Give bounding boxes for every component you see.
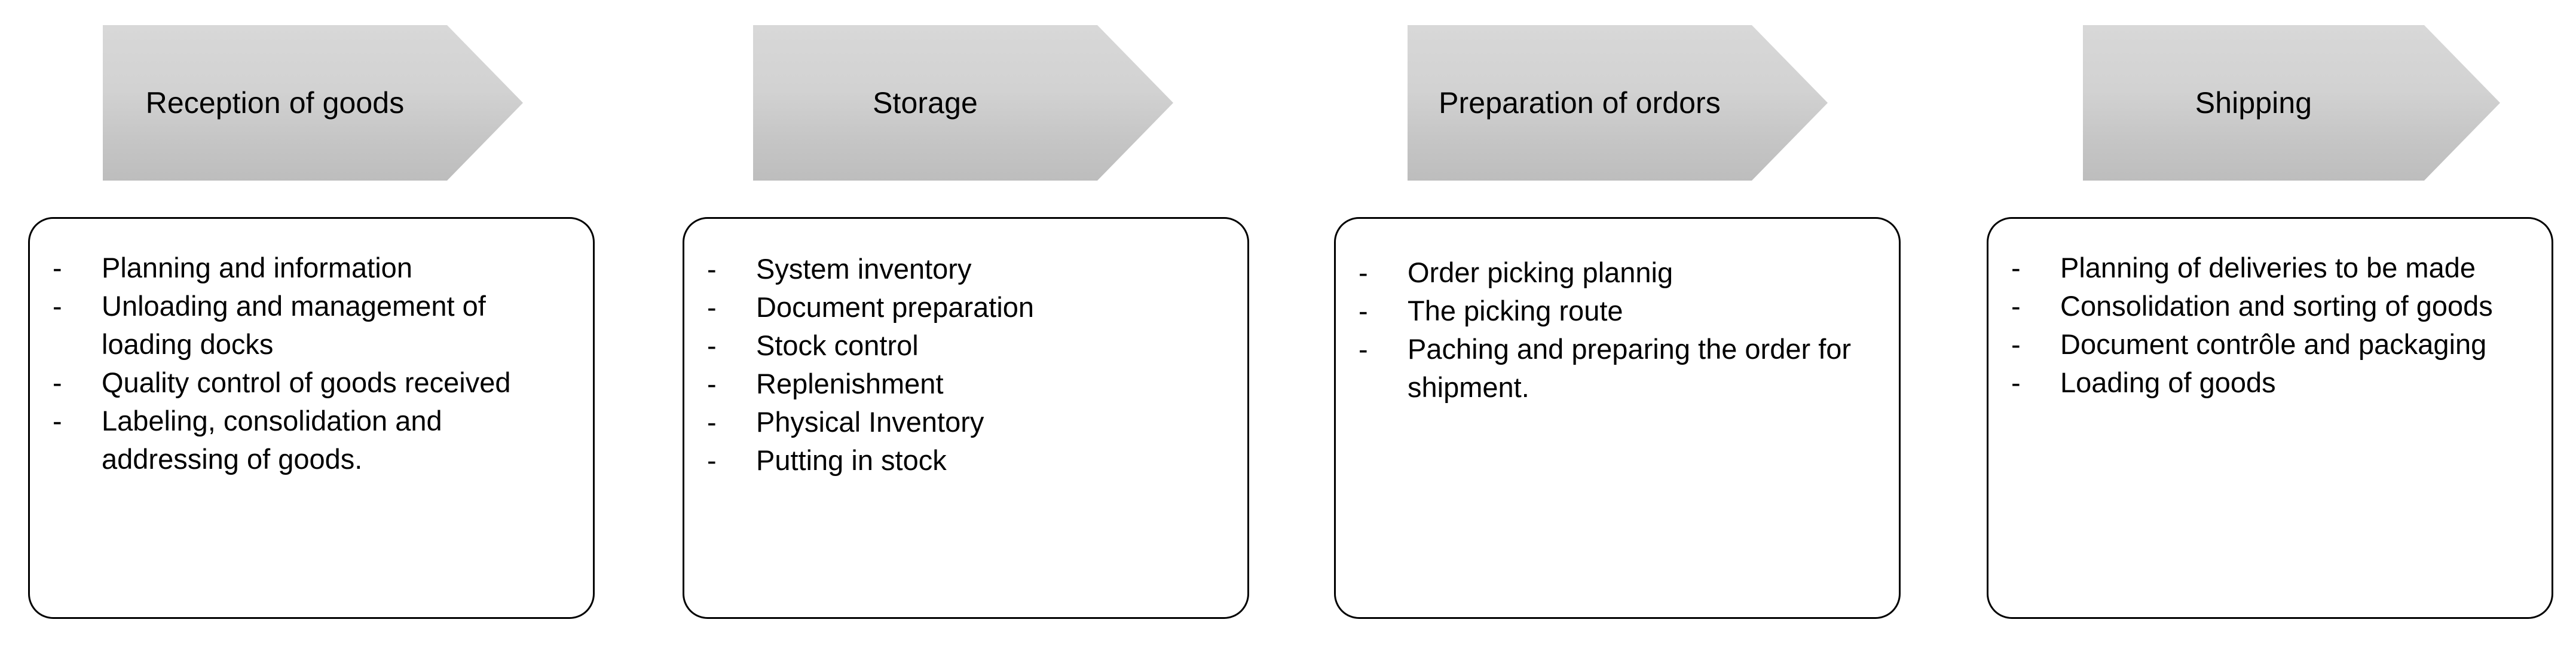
list-item-label: The picking route [1408,295,1623,326]
dash-bullet-icon: - [1359,333,1368,365]
stage-arrow-2: Storage [753,25,1173,181]
stage-card-1: - Planning and information - Unloading and … [28,217,595,619]
stage-title: Storage [873,86,978,120]
dash-bullet-icon: - [707,253,717,285]
list-item-label: Consolidation and sorting of goods [2060,290,2493,322]
list-item: - Consolidation and sorting of goods [2011,287,2537,325]
stage-task-list: - System inventory - Document preparation - S… [707,250,1233,480]
stage-arrow-4: Shipping [2083,25,2500,181]
dash-bullet-icon: - [2011,252,2021,283]
dash-bullet-icon: - [53,367,62,398]
stage-title: Preparation of ordors [1439,86,1721,120]
list-item: - Unloading and management of loading doc… [53,287,579,364]
dash-bullet-icon: - [707,368,717,399]
stage-card-2: - System inventory - Document preparation - S… [683,217,1249,619]
list-item: - Planning and information [53,249,579,287]
stage-card-4: - Planning of deliveries to be made - Conso… [1987,217,2553,619]
list-item: - The picking route [1359,292,1884,330]
list-item-label: Paching and preparing the order for ship… [1408,333,1852,403]
dash-bullet-icon: - [53,252,62,283]
list-item: - Order picking plannig [1359,254,1884,292]
list-item-label: Quality control of goods received [102,367,511,398]
stage-task-list: - Order picking plannig - The picking route… [1359,254,1884,407]
list-item-label: Planning of deliveries to be made [2060,252,2476,283]
list-item: - Putting in stock [707,441,1233,480]
stage-card-3: - Order picking plannig - The picking route… [1334,217,1901,619]
list-item-label: Putting in stock [756,444,947,476]
list-item: - System inventory [707,250,1233,288]
list-item: - Physical Inventory [707,403,1233,441]
dash-bullet-icon: - [2011,328,2021,360]
dash-bullet-icon: - [2011,367,2021,398]
list-item: - Document contrôle and packaging [2011,325,2537,364]
dash-bullet-icon: - [53,290,62,322]
dash-bullet-icon: - [1359,295,1368,326]
dash-bullet-icon: - [707,406,717,438]
list-item: - Document preparation [707,288,1233,326]
dash-bullet-icon: - [53,405,62,437]
list-item-label: Loading of goods [2060,367,2276,398]
list-item: - Paching and preparing the order for shi… [1359,330,1884,407]
dash-bullet-icon: - [1359,257,1368,288]
list-item: - Planning of deliveries to be made [2011,249,2537,287]
list-item-label: Labeling, consolidation and addressing o… [102,405,442,475]
dash-bullet-icon: - [707,291,717,323]
list-item-label: Planning and information [102,252,412,283]
list-item: - Loading of goods [2011,364,2537,402]
list-item: - Replenishment [707,365,1233,403]
list-item: - Quality control of goods received [53,364,579,402]
list-item-label: Unloading and management of loading dock… [102,290,486,360]
list-item-label: Replenishment [756,368,944,399]
list-item: - Labeling, consolidation and addressing … [53,402,579,478]
list-item-label: Physical Inventory [756,406,984,438]
list-item-label: System inventory [756,253,972,285]
stage-arrow-3: Preparation of ordors [1408,25,1828,181]
dash-bullet-icon: - [707,329,717,361]
list-item-label: Stock control [756,329,919,361]
stage-arrow-1: Reception of goods [103,25,523,181]
list-item-label: Document contrôle and packaging [2060,328,2487,360]
stage-title: Reception of goods [145,86,405,120]
stage-title: Shipping [2195,86,2312,120]
list-item-label: Document preparation [756,291,1035,323]
stage-task-list: - Planning and information - Unloading and … [53,249,579,478]
stage-task-list: - Planning of deliveries to be made - Conso… [2011,249,2537,402]
list-item: - Stock control [707,326,1233,365]
dash-bullet-icon: - [2011,290,2021,322]
dash-bullet-icon: - [707,444,717,476]
list-item-label: Order picking plannig [1408,257,1674,288]
